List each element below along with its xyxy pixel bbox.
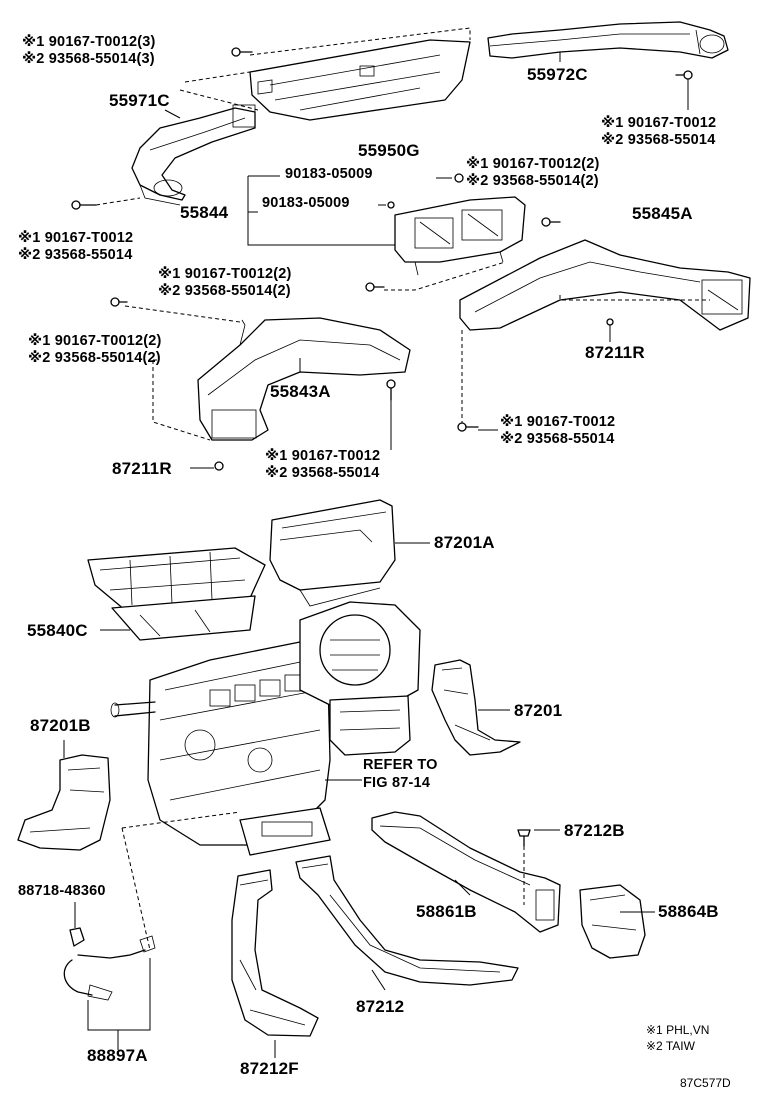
reference-note-line-1: REFER TO <box>363 757 438 773</box>
fastener-callout-top-left: ※1 90167-T0012(3) ※2 93568-55014(3) <box>22 34 156 68</box>
duct-87201 <box>431 659 521 756</box>
figure-code: 87C577D <box>680 1076 731 1090</box>
part-label-87201: 87201 <box>514 701 563 720</box>
fastener-code-1: ※1 90167-T0012(2) <box>466 156 600 172</box>
part-label-88897A: 88897A <box>87 1046 148 1065</box>
vent-55844 <box>394 196 526 276</box>
fastener-code-2: ※2 93568-55014(2) <box>466 173 599 189</box>
fastener-callout-center-bottom: ※1 90167-T0012 ※2 93568-55014 <box>265 448 380 482</box>
duct-55950G <box>249 39 471 121</box>
part-label-55971C: 55971C <box>109 91 170 110</box>
screw-icon <box>457 422 479 432</box>
blower-assembly <box>299 601 421 756</box>
screw-icon <box>71 200 97 210</box>
fastener-callout-right-top: ※1 90167-T0012 ※2 93568-55014 <box>601 115 716 149</box>
screw-icon <box>541 217 561 227</box>
screw-icon <box>675 70 693 80</box>
part-label-55950G: 55950G <box>358 141 420 160</box>
duct-87212 <box>295 855 519 986</box>
fastener-code-2: ※2 93568-55014(2) <box>158 283 291 299</box>
fastener-code-1: ※1 90167-T0012(3) <box>22 34 156 50</box>
duct-87212F <box>231 869 319 1037</box>
part-label-87212F: 87212F <box>240 1059 299 1078</box>
part-label-87211R-right: 87211R <box>585 343 645 362</box>
fastener-code-1: ※1 90167-T0012 <box>500 414 616 430</box>
part-label-55972C: 55972C <box>527 65 588 84</box>
fastener-callout-mid-center: ※1 90167-T0012(2) ※2 93568-55014(2) <box>158 266 292 300</box>
screw-icon <box>365 282 385 292</box>
screw-icon <box>386 379 396 401</box>
part-label-87212: 87212 <box>356 997 405 1016</box>
bracket-58864B <box>579 884 646 959</box>
part-label-88718-48360: 88718-48360 <box>18 883 106 899</box>
part-label-87211R-left: 87211R <box>112 459 172 478</box>
fastener-code-2: ※2 93568-55014 <box>265 465 380 481</box>
part-label-55840C: 55840C <box>27 621 88 640</box>
fastener-code-2: ※2 93568-55014(3) <box>22 51 155 67</box>
duct-55971C <box>131 104 256 206</box>
unit-pipes <box>110 701 156 718</box>
part-label-87212B: 87212B <box>564 821 625 840</box>
hose-88897A <box>63 935 156 1001</box>
part-label-87201B: 87201B <box>30 716 91 735</box>
duct-87201B <box>17 754 111 851</box>
fastener-code-1: ※1 90167-T0012 <box>18 230 134 246</box>
fastener-callout-left-screw: ※1 90167-T0012 ※2 93568-55014 <box>18 230 133 264</box>
duct-58861B <box>371 811 561 933</box>
part-label-58864B: 58864B <box>658 902 719 921</box>
part-label-90183-a: 90183-05009 <box>285 166 373 182</box>
fastener-code-2: ※2 93568-55014 <box>500 431 615 447</box>
legend-line-2: ※2 TAIW <box>646 1039 695 1053</box>
fastener-code-2: ※2 93568-55014 <box>601 132 716 148</box>
clip-88718-icon <box>69 927 85 947</box>
duct-87201A <box>269 499 396 607</box>
fastener-code-1: ※1 90167-T0012(2) <box>28 333 162 349</box>
part-label-55843A: 55843A <box>270 382 331 401</box>
fastener-code-2: ※2 93568-55014 <box>18 247 133 263</box>
fastener-callout-mid-top: ※1 90167-T0012(2) ※2 93568-55014(2) <box>466 156 600 190</box>
part-label-55845A: 55845A <box>632 204 693 223</box>
part-label-55844: 55844 <box>180 203 229 222</box>
reference-note-line-2: FIG 87-14 <box>363 775 431 791</box>
duct-55840C <box>87 547 266 641</box>
duct-55843A <box>197 317 411 441</box>
part-label-58861B: 58861B <box>416 902 477 921</box>
clip-87212B-icon <box>517 829 531 847</box>
duct-55972C <box>487 21 729 59</box>
fastener-code-1: ※1 90167-T0012 <box>265 448 381 464</box>
fastener-code-1: ※1 90167-T0012(2) <box>158 266 292 282</box>
part-label-87201A: 87201A <box>434 533 495 552</box>
screw-icon <box>231 47 253 57</box>
fastener-callout-right-bottom: ※1 90167-T0012 ※2 93568-55014 <box>500 414 615 448</box>
fastener-callout-left-mid: ※1 90167-T0012(2) ※2 93568-55014(2) <box>28 333 162 367</box>
legend-line-1: ※1 PHL,VN <box>646 1023 710 1037</box>
duct-55845A <box>459 239 751 331</box>
part-label-90183-b: 90183-05009 <box>262 195 350 211</box>
fastener-code-2: ※2 93568-55014(2) <box>28 350 161 366</box>
fastener-code-1: ※1 90167-T0012 <box>601 115 717 131</box>
